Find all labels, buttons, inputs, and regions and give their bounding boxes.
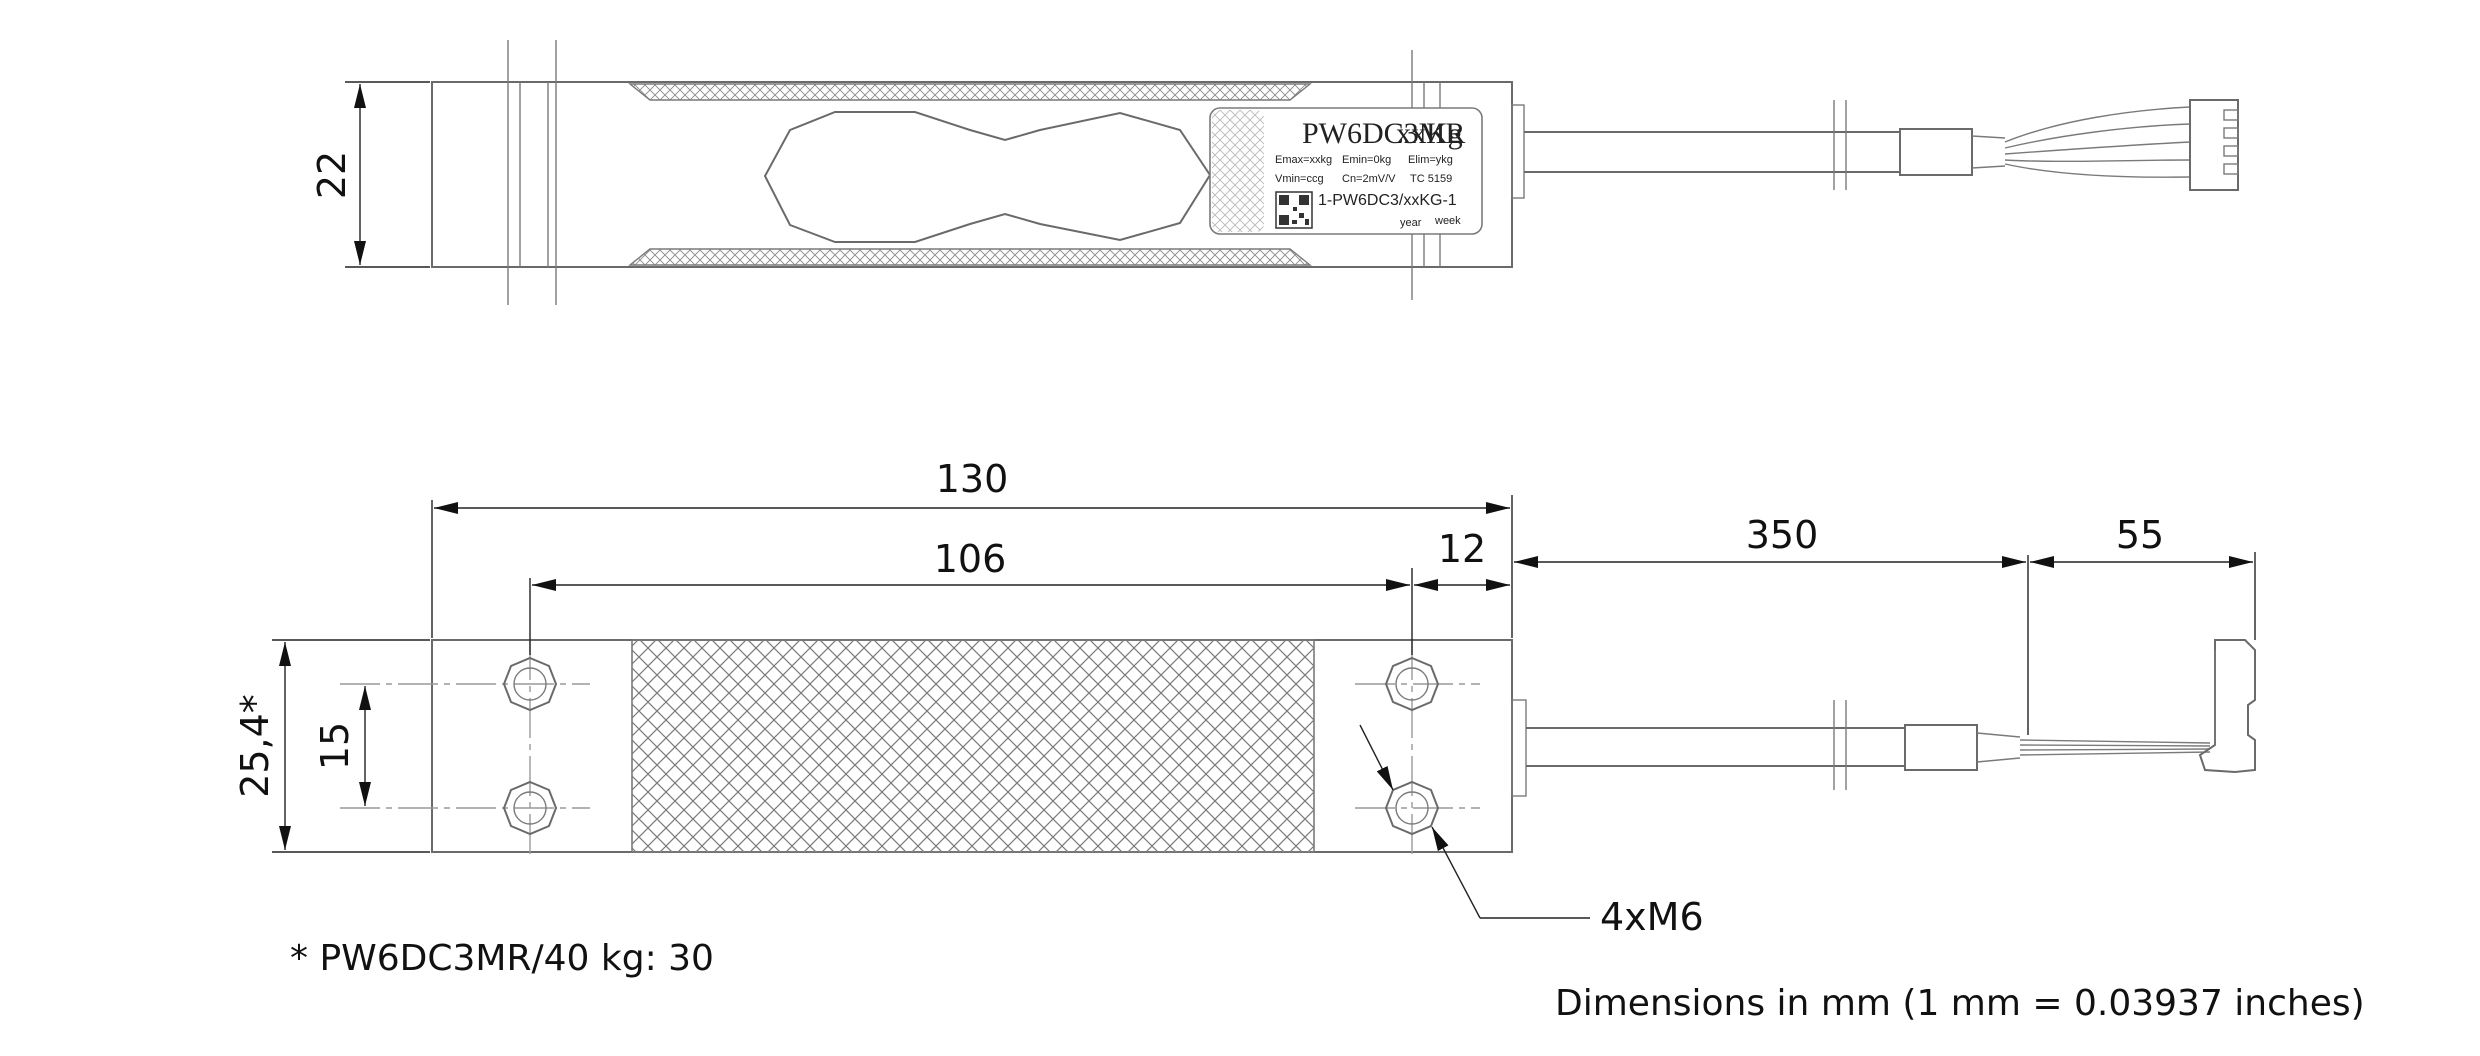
dim-width: 25,4* — [233, 694, 277, 798]
label-serial: 1-PW6DC3/xxKG-1 — [1318, 192, 1457, 209]
dim-cable-length: 350 — [1746, 513, 1819, 557]
strain-gauge-area — [631, 639, 1315, 853]
connector-side — [2198, 639, 2256, 774]
label-emax: Emax=xxkg — [1275, 154, 1332, 166]
connector-top — [2189, 99, 2239, 191]
mounting-hole — [1384, 780, 1440, 836]
dim-wire-length: 55 — [2116, 513, 2164, 557]
top-view: PW6DC3MR xxKg Emax=xxkg Emin=0kg Elim=yk… — [310, 40, 2239, 305]
label-elim: Elim=ykg — [1408, 154, 1453, 166]
label-year: year — [1400, 217, 1422, 229]
dim-total-length: 130 — [936, 457, 1009, 501]
label-model: PW6DC3MR — [1302, 117, 1465, 150]
label-emin: Emin=0kg — [1342, 154, 1391, 166]
mounting-hole — [502, 780, 558, 836]
footnote: * PW6DC3MR/40 kg: 30 — [290, 938, 714, 979]
binocular-hole — [763, 111, 1212, 243]
mounting-hole — [1384, 656, 1440, 712]
thread-callout: 4xM6 — [1600, 895, 1704, 939]
strain-gauge-band-top — [628, 83, 1312, 101]
dim-hole-spacing: 106 — [934, 537, 1007, 581]
label-cn: Cn=2mV/V — [1342, 173, 1396, 185]
bottom-view: 130 106 12 350 55 25,4* 15 4xM6 — [233, 457, 2256, 939]
strain-gauge-band-bottom — [628, 248, 1312, 266]
label-week: week — [1434, 215, 1461, 227]
units-note: Dimensions in mm (1 mm = 0.03937 inches) — [1555, 983, 2365, 1024]
dim-height-top: 22 — [310, 151, 354, 199]
mounting-hole — [502, 656, 558, 712]
label-vmin: Vmin=ccg — [1275, 173, 1324, 185]
label-capacity: xxKg — [1396, 117, 1463, 150]
dim-end-offset: 12 — [1438, 527, 1486, 571]
qr-code — [1275, 191, 1313, 229]
dim-hole-width: 15 — [313, 722, 357, 770]
label-tc: TC 5159 — [1410, 173, 1452, 185]
